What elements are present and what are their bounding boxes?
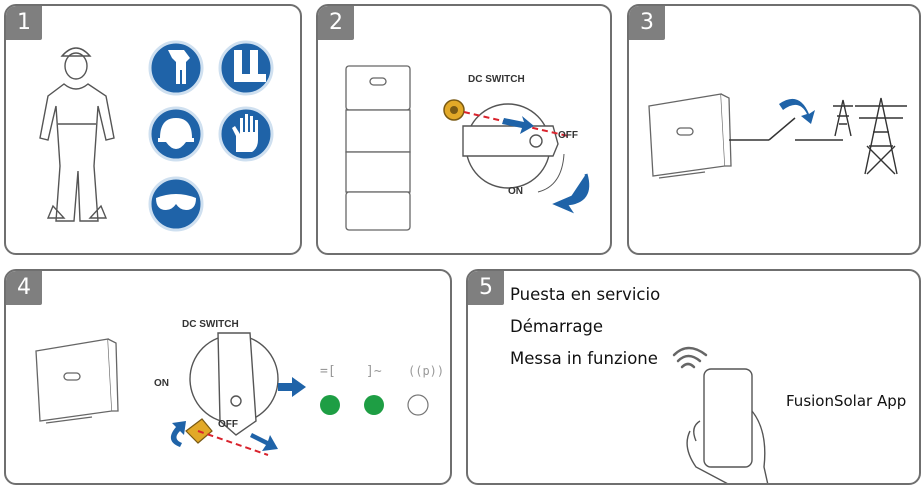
step-number-badge: 4 (6, 271, 42, 305)
dc-switch-knob (189, 332, 279, 436)
off-label: OFF (218, 419, 238, 430)
on-label: ON (154, 378, 169, 389)
communication-led (407, 394, 429, 416)
rotate-arrow-icon (779, 98, 815, 124)
arrow-icon (502, 116, 534, 134)
smartphone-icon (686, 368, 769, 483)
step-1-illustration (39, 40, 274, 232)
step-1-panel: 1 (4, 4, 302, 255)
battery-stack (345, 65, 411, 231)
step-number-badge: 3 (629, 6, 665, 40)
dc-switch-label: DC SWITCH (468, 74, 525, 85)
safety-boots-icon (218, 40, 274, 96)
communication-icon: ((p)) (408, 364, 444, 378)
worker-figure (39, 47, 115, 222)
inverter-icon (35, 338, 119, 424)
inverter-icon (648, 93, 732, 179)
step-2-illustration: DC SWITCH OFF ON (345, 65, 590, 231)
hard-hat-icon (148, 106, 204, 162)
lock-line (197, 430, 269, 456)
step-5-illustration (672, 346, 769, 483)
protective-suit-icon (148, 40, 204, 96)
step-4-panel: 4 DC SWITCH ON OFF =[ ]~ ((p)) (4, 269, 452, 485)
step-5-panel: 5 Puesta en servicio Démarrage Messa in … (466, 269, 921, 485)
step-number-badge: 1 (6, 6, 42, 40)
commissioning-text-es: Puesta en servicio (510, 285, 661, 304)
step-3-illustration (648, 93, 907, 179)
indicator-arrow-icon (278, 377, 306, 397)
arrow-icon (250, 433, 278, 451)
rotate-arrow-icon (552, 173, 590, 214)
gloves-icon (218, 106, 274, 162)
step-number-badge: 5 (468, 271, 504, 305)
grid-led (364, 395, 384, 415)
off-label: OFF (558, 130, 578, 141)
power-tower-icon (833, 97, 907, 175)
step-number-badge: 2 (318, 6, 354, 40)
dc-switch-label: DC SWITCH (182, 319, 239, 330)
step-2-panel: 2 DC SWITCH OFF ON (316, 4, 612, 255)
on-label: ON (508, 186, 523, 197)
rotate-arrow-icon (170, 421, 186, 447)
fusionsolar-app-label: FusionSolar App (786, 392, 907, 410)
step-3-panel: 3 (627, 4, 921, 255)
safety-goggles-icon (148, 176, 204, 232)
commissioning-text-it: Messa in funzione (510, 349, 658, 368)
pv-connection-icon: =[ (320, 364, 336, 379)
pv-led (320, 395, 340, 415)
commissioning-text-fr: Démarrage (510, 317, 604, 336)
step-4-illustration: DC SWITCH ON OFF =[ ]~ ((p)) (35, 319, 444, 456)
padlock-icon (443, 99, 465, 121)
wifi-icon (672, 346, 708, 369)
grid-connection-icon: ]~ (366, 364, 382, 379)
dc-switch-knob (462, 103, 559, 189)
grid-switch (729, 117, 843, 141)
